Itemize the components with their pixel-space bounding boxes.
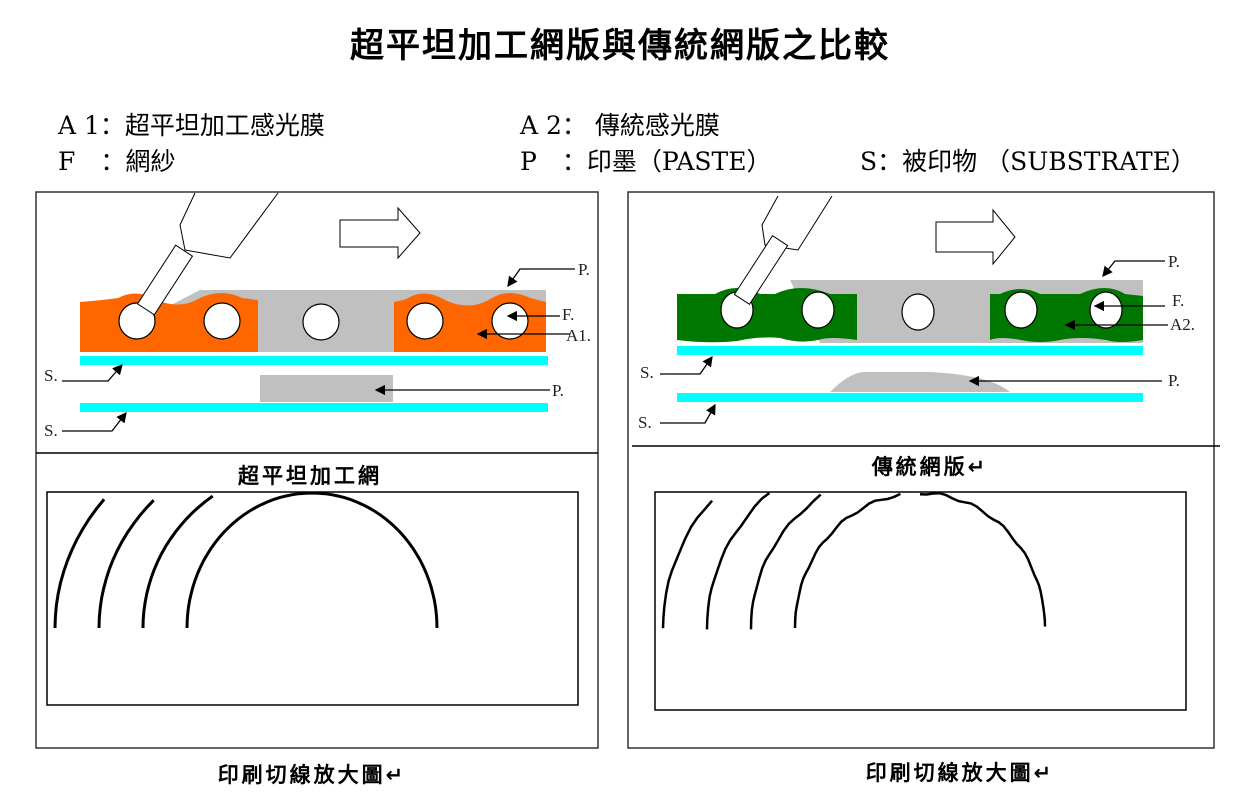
mesh-thread bbox=[901, 293, 935, 331]
mesh-thread bbox=[1089, 291, 1123, 329]
print-edge-line bbox=[97, 499, 155, 629]
direction-arrow-icon bbox=[935, 208, 1016, 266]
legend-p: P ：印墨（PASTE） bbox=[520, 147, 772, 176]
direction-arrow-icon bbox=[339, 206, 421, 260]
label-a1: A1. bbox=[566, 326, 591, 345]
substrate-bar bbox=[677, 346, 1143, 355]
print-edge-line bbox=[141, 494, 214, 629]
right-zoom-frame bbox=[654, 491, 1187, 711]
squeegee-icon bbox=[136, 192, 279, 316]
left-frame bbox=[35, 191, 599, 749]
substrate-bar bbox=[80, 403, 548, 412]
printed-paste bbox=[830, 372, 1010, 392]
label-s: S. bbox=[638, 413, 652, 432]
label-p: P. bbox=[578, 260, 590, 279]
label-s: S. bbox=[640, 363, 654, 382]
mesh-thread bbox=[406, 302, 444, 340]
label-f: F. bbox=[562, 305, 574, 324]
label-f: F. bbox=[1172, 291, 1184, 310]
substrate-bar bbox=[80, 356, 548, 365]
label-s: S. bbox=[44, 421, 58, 440]
legend-a2: A 2： 傳統感光膜 bbox=[520, 111, 720, 140]
mesh-thread bbox=[118, 302, 156, 340]
label-p: P. bbox=[552, 381, 564, 400]
right-caption: 傳統網版↵ bbox=[871, 455, 989, 479]
right-print-edge-arcs bbox=[661, 491, 1047, 630]
label-p: P. bbox=[1168, 371, 1180, 390]
print-edge-line bbox=[53, 498, 106, 629]
legend-a1: A 1：超平坦加工感光膜 bbox=[58, 111, 325, 140]
print-edge-line bbox=[749, 493, 822, 630]
legend-s: S：被印物 （SUBSTRATE） bbox=[860, 147, 1196, 176]
substrate-bar bbox=[677, 393, 1143, 402]
legend-f: F ：網紗 bbox=[58, 147, 176, 176]
right-panel: P. F. A2. S. P. S. 傳統網版↵ bbox=[627, 191, 1220, 749]
left-panel: P. F. A1. S. P. S. 超平坦加工網 bbox=[35, 191, 599, 749]
right-bottom-caption: 印刷切線放大圖↵ bbox=[866, 761, 1055, 785]
print-edge-line bbox=[661, 499, 714, 629]
left-zoom-frame bbox=[46, 491, 579, 706]
left-print-edge-arcs bbox=[53, 491, 439, 629]
label-a2: A2. bbox=[1170, 315, 1195, 334]
label-s: S. bbox=[44, 366, 58, 385]
printed-paste bbox=[260, 375, 393, 402]
mesh-thread bbox=[801, 291, 835, 329]
print-edge-line bbox=[705, 492, 771, 630]
mesh-thread bbox=[302, 303, 340, 341]
print-edge-line bbox=[185, 491, 439, 629]
squeegee-icon bbox=[733, 195, 833, 305]
right-frame bbox=[627, 191, 1215, 749]
mesh-thread bbox=[1004, 291, 1038, 329]
print-edge-line bbox=[793, 491, 1047, 629]
mesh-thread bbox=[203, 302, 241, 340]
label-p: P. bbox=[1168, 252, 1180, 271]
left-caption: 超平坦加工網 bbox=[238, 464, 382, 488]
page-title: 超平坦加工網版與傳統網版之比較 bbox=[350, 26, 890, 66]
left-bottom-caption: 印刷切線放大圖↵ bbox=[218, 763, 407, 787]
